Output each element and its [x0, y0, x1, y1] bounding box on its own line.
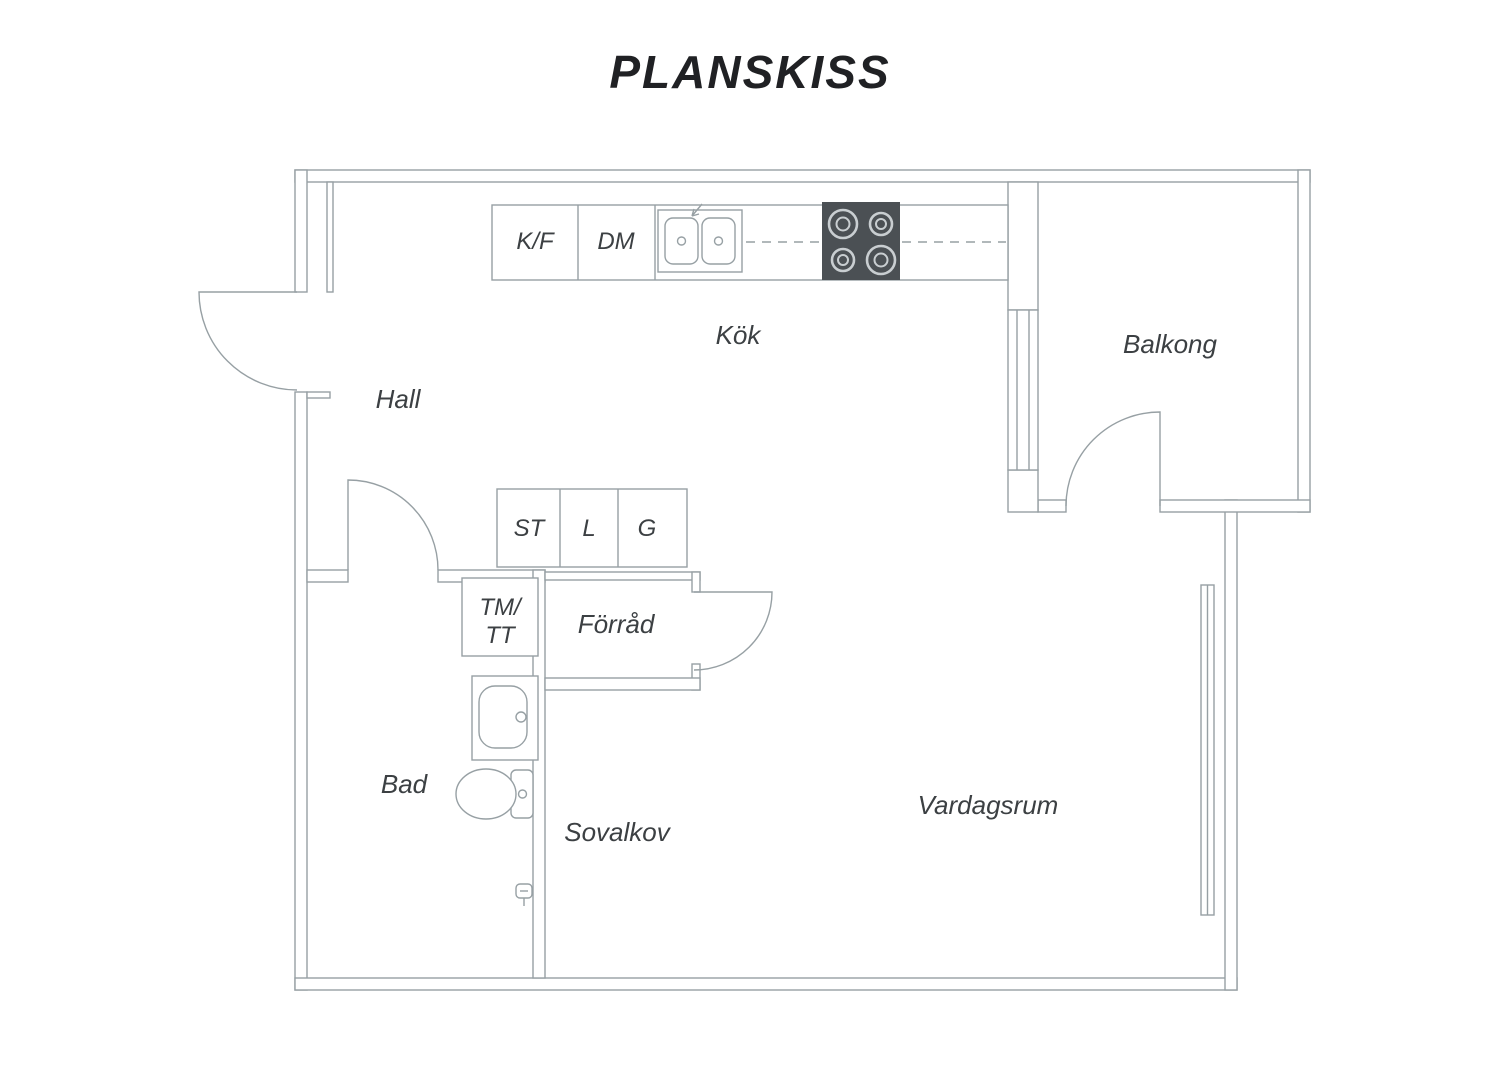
wall-left-upper	[294, 169, 308, 293]
room-label-vardagsrum: Vardagsrum	[918, 790, 1059, 820]
label-closet-st: ST	[514, 515, 547, 542]
stove-icon	[822, 202, 900, 280]
burner	[837, 254, 849, 266]
room-label-bad: Bad	[381, 769, 429, 799]
wall-top	[294, 169, 1311, 183]
window-frame	[1007, 309, 1039, 471]
toilet-button	[517, 789, 528, 799]
burner	[835, 216, 851, 232]
bathroom-door	[347, 479, 439, 571]
room-label-forrad: Förråd	[578, 609, 656, 639]
wall-bottom	[294, 977, 1238, 991]
wall-kitchen-balcony-upper	[1007, 181, 1039, 311]
bath-sink-tap	[515, 711, 527, 723]
wall-balcony-bottom-left	[1037, 499, 1067, 513]
wall-left-lower	[294, 391, 308, 991]
sink-basin	[701, 217, 736, 265]
label-fridge-freezer: K/F	[516, 228, 555, 255]
wall-storage-top	[544, 571, 701, 581]
wall-hall-stub-lower	[306, 391, 331, 399]
label-washer: TM/	[479, 594, 523, 621]
label-closet-g: G	[638, 515, 657, 542]
sink-outline	[657, 209, 743, 273]
wall-kitchen-balcony-lower	[1007, 469, 1039, 513]
balcony-window	[1007, 309, 1039, 471]
burner	[873, 252, 889, 268]
wall-storage-bottom	[544, 677, 701, 691]
burner	[875, 218, 887, 230]
sink-basin	[664, 217, 699, 265]
burner	[830, 247, 856, 273]
label-closet-l: L	[582, 515, 595, 542]
wall-storage-right-upper	[691, 571, 701, 593]
room-label-sovalkov: Sovalkov	[564, 817, 671, 847]
page-title: PLANSKISS	[609, 46, 890, 98]
wall-right-living	[1224, 499, 1238, 991]
wall-balcony-bottom-right	[1159, 499, 1311, 513]
balcony-door	[1065, 411, 1161, 507]
sink-drain	[713, 236, 724, 246]
storage-door	[693, 591, 773, 671]
toilet-icon	[455, 768, 534, 820]
wardrobe-outline	[496, 488, 688, 568]
kitchen-sink-icon	[657, 203, 743, 273]
living-room-window	[1200, 584, 1215, 916]
sink-tap	[691, 203, 703, 217]
room-label-balkong: Balkong	[1123, 329, 1217, 359]
floor-drain-icon	[515, 883, 533, 906]
wall-hall-stub	[326, 181, 334, 293]
wardrobe-row	[496, 488, 688, 568]
label-dishwasher: DM	[597, 228, 634, 255]
room-label-hall: Hall	[376, 384, 422, 414]
wall-balcony-right	[1297, 169, 1311, 513]
bathroom-sink-icon	[471, 675, 539, 761]
bath-sink-basin	[478, 685, 528, 749]
kitchen-counter	[491, 204, 1009, 281]
burner	[868, 211, 894, 237]
entrance-door	[198, 291, 298, 391]
walls	[294, 169, 1311, 991]
washer-dryer-box	[461, 577, 539, 657]
toilet-bowl	[455, 768, 517, 820]
label-dryer: TT	[485, 622, 517, 649]
wall-bath-top-left	[306, 569, 349, 583]
sink-drain	[676, 236, 687, 246]
burner	[865, 244, 897, 276]
burner	[827, 208, 859, 240]
room-label-kok: Kök	[716, 320, 763, 350]
